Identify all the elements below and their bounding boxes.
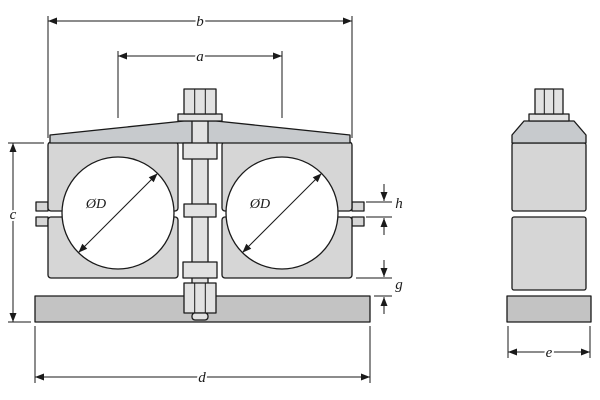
dimension-h: h [366, 184, 405, 235]
dimension-d: d [34, 326, 371, 388]
side-clamp-body-lower [511, 216, 587, 291]
split-tab-left-upper [35, 201, 49, 212]
side-weld-base-plate [506, 295, 592, 323]
side-bolt-washer [528, 113, 570, 122]
spacer-sleeve-middle [183, 203, 217, 218]
dimension-c: c [8, 142, 44, 323]
hex-bolt-head [183, 88, 217, 115]
spacer-sleeve-top [182, 142, 218, 160]
dimension-b: b [47, 12, 353, 138]
front-view: ØD ØD [34, 88, 371, 323]
dimension-label-g: g [395, 277, 403, 293]
bore-diameter-label-right: ØD [249, 197, 270, 212]
bore-diameter-label-left: ØD [85, 197, 106, 212]
split-tab-left-lower [35, 216, 49, 227]
dimension-label-d: d [198, 370, 206, 386]
diameter-line-right [242, 173, 322, 253]
dimension-a: a [117, 47, 283, 118]
side-clamp-body-upper [511, 142, 587, 212]
split-tab-right-upper [351, 201, 365, 212]
split-tab-right-lower [351, 216, 365, 227]
bolt-washer [177, 113, 223, 122]
dimension-label-e: e [546, 345, 553, 361]
dimension-label-h: h [395, 196, 403, 212]
dimension-label-a: a [196, 49, 204, 65]
side-view [506, 88, 592, 323]
dimension-label-c: c [10, 207, 17, 223]
diameter-line-left [78, 173, 158, 253]
spacer-sleeve-bottom [182, 261, 218, 279]
side-cover-plate [511, 120, 587, 144]
dimension-label-b: b [196, 14, 204, 30]
dimension-g: g [356, 260, 405, 314]
dimension-e: e [507, 326, 591, 363]
side-hex-bolt-head [534, 88, 564, 115]
bolt-stud-tip [191, 312, 209, 321]
hex-nut [183, 282, 217, 314]
